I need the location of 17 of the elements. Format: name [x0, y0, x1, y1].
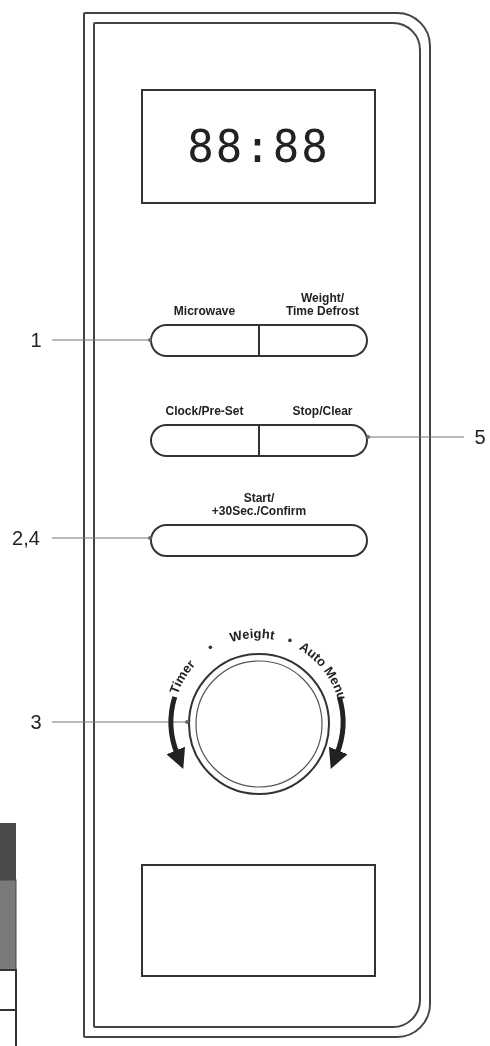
dial-label: Weight [228, 626, 276, 645]
leader-line [51, 720, 189, 724]
callout-number: 2,4 [6, 527, 46, 549]
display-digits: 88:88 [186, 120, 331, 174]
button-label: Clock/Pre-Set [164, 403, 245, 418]
button-label: Microwave [172, 303, 237, 318]
leader-line [51, 338, 152, 342]
panel-window [141, 864, 376, 977]
leader-line [366, 435, 465, 439]
callout-number: 1 [26, 329, 46, 351]
display-screen [141, 89, 376, 204]
button-label: Start/ +30Sec./Confirm [210, 490, 308, 518]
button-label: Weight/ Time Defrost [284, 290, 361, 318]
button-label: Stop/Clear [291, 403, 354, 418]
leader-line [51, 536, 152, 540]
callout-number: 3 [26, 711, 46, 733]
callout-number: 5 [470, 426, 490, 448]
